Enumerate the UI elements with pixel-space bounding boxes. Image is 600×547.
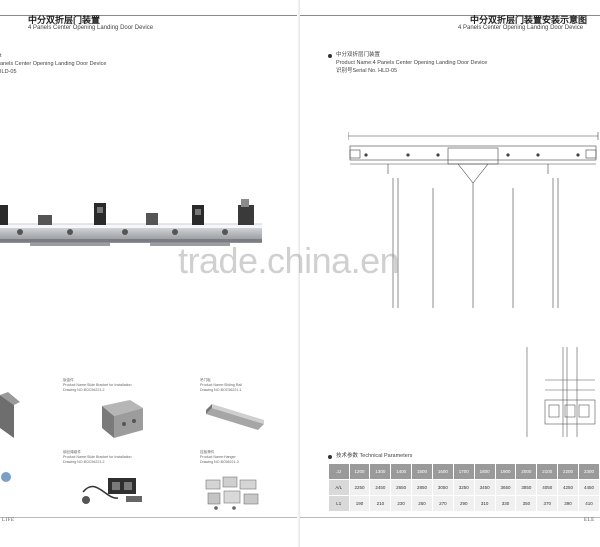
table-cell: 1500 (411, 463, 433, 480)
left-footer-brand: LIFE (2, 518, 15, 523)
table-cell: 230 (390, 495, 413, 512)
part-name-cn: 钣金件 (63, 378, 74, 382)
table-cell: 3650 (494, 479, 517, 496)
table-cell: 2000 (515, 463, 538, 480)
table-cell: 2850 (411, 479, 433, 496)
left-intro-line3: ILD-05 (0, 69, 17, 75)
part-name-en: Product Name:Slide Bracket for Installat… (63, 455, 132, 459)
part-name-en: Product Name:Slide Bracket for Installat… (63, 383, 132, 387)
table-cell: 4250 (557, 479, 579, 496)
right-footer-brand: ELE (584, 518, 595, 523)
table-cell: 2100 (536, 463, 559, 480)
left-title-en: 4 Panels Center Opening Landing Door Dev… (28, 25, 154, 31)
bullet-icon (328, 455, 332, 459)
part-thumb-bracket-edge (0, 392, 20, 438)
row-label: A/L (328, 479, 350, 496)
sliding-rail-image (206, 404, 264, 430)
right-intro-product-name: Product Name:4 Panels Center Opening Lan… (336, 60, 488, 66)
table-cell: 330 (494, 495, 517, 512)
footer-rule (300, 517, 600, 518)
table-row: A/L 2250 2450 2650 2850 3050 3250 3450 3… (328, 479, 600, 496)
footer-rule (0, 517, 300, 518)
right-page: 中分双折层门装置安装示意图 4 Panels Center Opening La… (300, 0, 600, 547)
table-cell: 270 (431, 495, 454, 512)
table-cell: 3250 (452, 479, 475, 496)
part-name-cn: 钢丝绳组件 (63, 450, 81, 454)
header-rule (0, 15, 300, 16)
installation-diagram (348, 132, 599, 308)
table-row: JJ 1200 1300 1400 1500 1600 1700 1800 19… (328, 463, 600, 480)
table-cell: 1900 (494, 463, 517, 480)
door-device-photo (0, 199, 262, 246)
part-item: 吊门板 Product Name:Sliding Rail Drawing NO… (200, 378, 242, 393)
table-cell: 190 (348, 495, 371, 512)
tech-params-title: 技术参数 Technical Parameters (336, 453, 413, 459)
left-title-cn: 中分双折层门装置 (28, 15, 101, 25)
table-cell: 210 (369, 495, 392, 512)
table-cell: 3050 (431, 479, 454, 496)
part-name-cn: 吊门板 (200, 378, 211, 382)
header-rule (300, 15, 600, 16)
part-drawing-no: Drawing NO.BOC56221-2 (63, 460, 105, 464)
table-cell: 4450 (577, 479, 600, 496)
row-label: JJ (328, 463, 350, 480)
table-cell: 310 (473, 495, 496, 512)
table-cell: 1800 (473, 463, 496, 480)
part-drawing-no: Drawing NO.BOC56221-2 (63, 388, 105, 392)
table-cell: 410 (577, 495, 600, 512)
table-cell: 370 (536, 495, 559, 512)
table-cell: 4050 (536, 479, 559, 496)
table-cell: 1300 (369, 463, 392, 480)
part-item: 钣金件 Product Name:Slide Bracket for Insta… (63, 378, 132, 393)
tech-params-table: JJ 1200 1300 1400 1500 1600 1700 1800 19… (328, 463, 600, 512)
table-cell: 1700 (452, 463, 475, 480)
left-intro-line1: t (0, 53, 2, 59)
detail-section-diagram (526, 347, 596, 437)
part-name-cn: 挂板滑件 (200, 450, 215, 454)
part-thumb-edge (1, 472, 11, 482)
right-intro-serial: 识别号Serial No. HLD-05 (336, 68, 398, 74)
table-cell: 2650 (390, 479, 413, 496)
part-drawing-no: Drawing NO.BC56221-3 (200, 460, 239, 464)
bullet-icon (328, 54, 332, 58)
part-name-en: Product Name:Sliding Rail (200, 383, 242, 387)
part-item: 钢丝绳组件 Product Name:Slide Bracket for Ins… (63, 450, 132, 465)
table-cell: 2200 (557, 463, 579, 480)
table-cell: 2250 (348, 479, 371, 496)
part-drawing-no: Drawing NO.BOC56221-1 (200, 388, 242, 392)
table-cell: 290 (452, 495, 475, 512)
left-page: 中分双折层门装置 4 Panels Center Opening Landing… (0, 15, 300, 523)
table-cell: 350 (515, 495, 538, 512)
table-cell: 2300 (577, 463, 600, 480)
table-cell: 1400 (390, 463, 413, 480)
table-cell: 390 (557, 495, 579, 512)
table-cell: 3450 (473, 479, 496, 496)
part-name-en: Product Name:Hanger (200, 455, 236, 459)
right-intro-cn: 中分双折层门装置 (336, 52, 381, 58)
right-title-en: 4 Panels Center Opening Landing Door Dev… (458, 25, 584, 31)
table-cell: 250 (411, 495, 433, 512)
hanger-parts-image (205, 476, 259, 510)
watermark: trade.china.en (178, 240, 400, 281)
table-cell: 1600 (431, 463, 454, 480)
table-cell: 3850 (515, 479, 538, 496)
wire-rope-assembly-image (82, 478, 142, 504)
row-label: L1 (328, 495, 350, 512)
bracket-part-image (102, 400, 143, 438)
left-intro-line2: anels Center Opening Landing Door Device (0, 61, 107, 67)
table-cell: 2450 (369, 479, 392, 496)
part-item: 挂板滑件 Product Name:Hanger Drawing NO.BC56… (200, 450, 239, 465)
table-row: L1 190 210 230 250 270 290 310 330 350 3… (328, 495, 600, 512)
right-title-cn: 中分双折层门装置安装示意图 (470, 15, 588, 25)
table-cell: 1200 (348, 463, 371, 480)
